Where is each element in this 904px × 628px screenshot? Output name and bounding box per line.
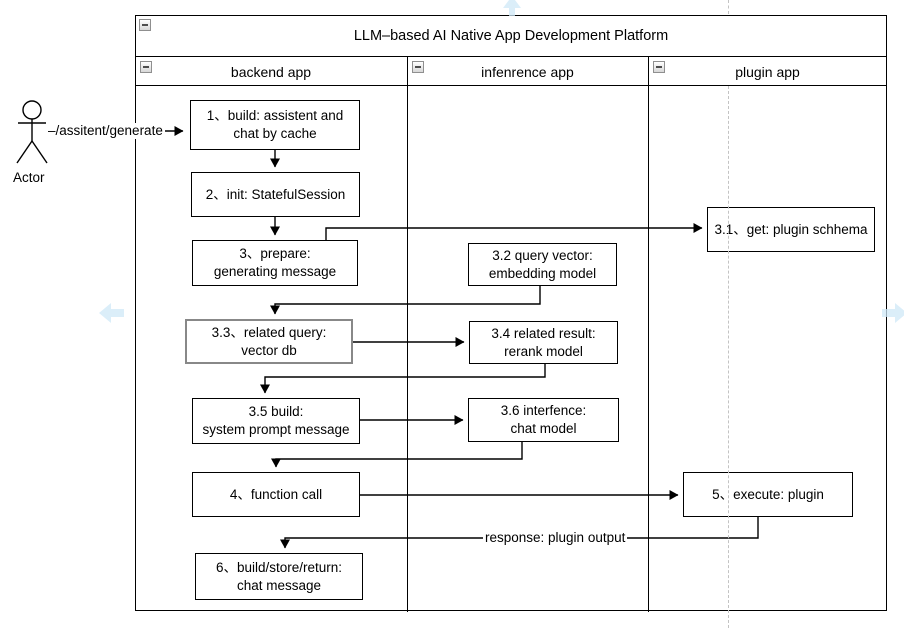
collapse-icon[interactable]: [140, 61, 152, 73]
lane-divider: [407, 57, 408, 612]
lane-header-inference-app[interactable]: infenrence app: [407, 57, 648, 86]
collapse-icon[interactable]: [653, 61, 665, 73]
request-edge-label[interactable]: –/assitent/generate: [46, 123, 165, 139]
lane-header-row: [135, 57, 887, 86]
node-label: 3.5 build: system prompt message: [202, 404, 350, 437]
node-label: 3.3、related query: vector db: [211, 324, 327, 358]
page-break-line: [728, 86, 729, 628]
node-label: 5、execute: plugin: [712, 486, 824, 502]
page-break-line: [728, 0, 729, 14]
node-label: 2、init: StatefulSession: [205, 186, 346, 202]
node-3-4-related-result-rerank-model[interactable]: 3.4 related result: rerank model: [469, 321, 618, 364]
lane-label-backend: backend app: [230, 63, 312, 80]
node-5-execute-plugin[interactable]: 5、execute: plugin: [683, 472, 853, 517]
node-3-5-build-system-prompt-message[interactable]: 3.5 build: system prompt message: [192, 398, 360, 444]
node-label: 3.6 interfence: chat model: [500, 403, 587, 436]
actor-label[interactable]: Actor: [13, 170, 45, 185]
node-label: 4、function call: [229, 486, 323, 502]
diagram-title: LLM–based AI Native App Development Plat…: [353, 27, 669, 44]
node-3-prepare-generating-message[interactable]: 3、prepare: generating message: [192, 240, 358, 286]
lane-header-plugin-app[interactable]: plugin app: [648, 57, 887, 86]
lane-label-plugin: plugin app: [735, 63, 800, 80]
node-label: 3、prepare: generating message: [213, 246, 337, 279]
node-label: 1、build: assistent and chat by cache: [206, 108, 344, 141]
lane-divider: [648, 57, 649, 612]
lane-header-backend-app[interactable]: backend app: [135, 57, 407, 86]
pool-title-bar[interactable]: LLM–based AI Native App Development Plat…: [135, 15, 887, 57]
scroll-left-icon[interactable]: [96, 300, 132, 326]
node-1-build-assistant-chat-cache[interactable]: 1、build: assistent and chat by cache: [190, 100, 360, 150]
lane-label-inference: infenrence app: [481, 63, 574, 80]
actor-figure[interactable]: [16, 100, 48, 164]
node-4-function-call[interactable]: 4、function call: [192, 472, 360, 517]
collapse-icon[interactable]: [412, 61, 424, 73]
node-3-3-related-query-vector-db[interactable]: 3.3、related query: vector db: [185, 319, 353, 364]
node-3-2-query-vector-embedding-model[interactable]: 3.2 query vector: embedding model: [468, 243, 617, 286]
scroll-right-icon[interactable]: [880, 300, 904, 326]
node-label: 3.1、get: plugin schhema: [714, 221, 868, 237]
node-6-build-store-return-chat-message[interactable]: 6、build/store/return: chat message: [195, 553, 363, 600]
response-edge-label[interactable]: response: plugin output: [483, 530, 628, 546]
node-2-init-stateful-session[interactable]: 2、init: StatefulSession: [191, 172, 360, 217]
scroll-up-icon[interactable]: [498, 0, 526, 16]
node-label: 3.4 related result: rerank model: [491, 325, 596, 359]
node-3-6-inference-chat-model[interactable]: 3.6 interfence: chat model: [468, 398, 619, 442]
node-3-1-get-plugin-schema[interactable]: 3.1、get: plugin schhema: [707, 207, 875, 252]
node-label: 6、build/store/return: chat message: [215, 559, 343, 593]
node-label: 3.2 query vector: embedding model: [488, 247, 597, 281]
collapse-icon[interactable]: [139, 19, 151, 31]
